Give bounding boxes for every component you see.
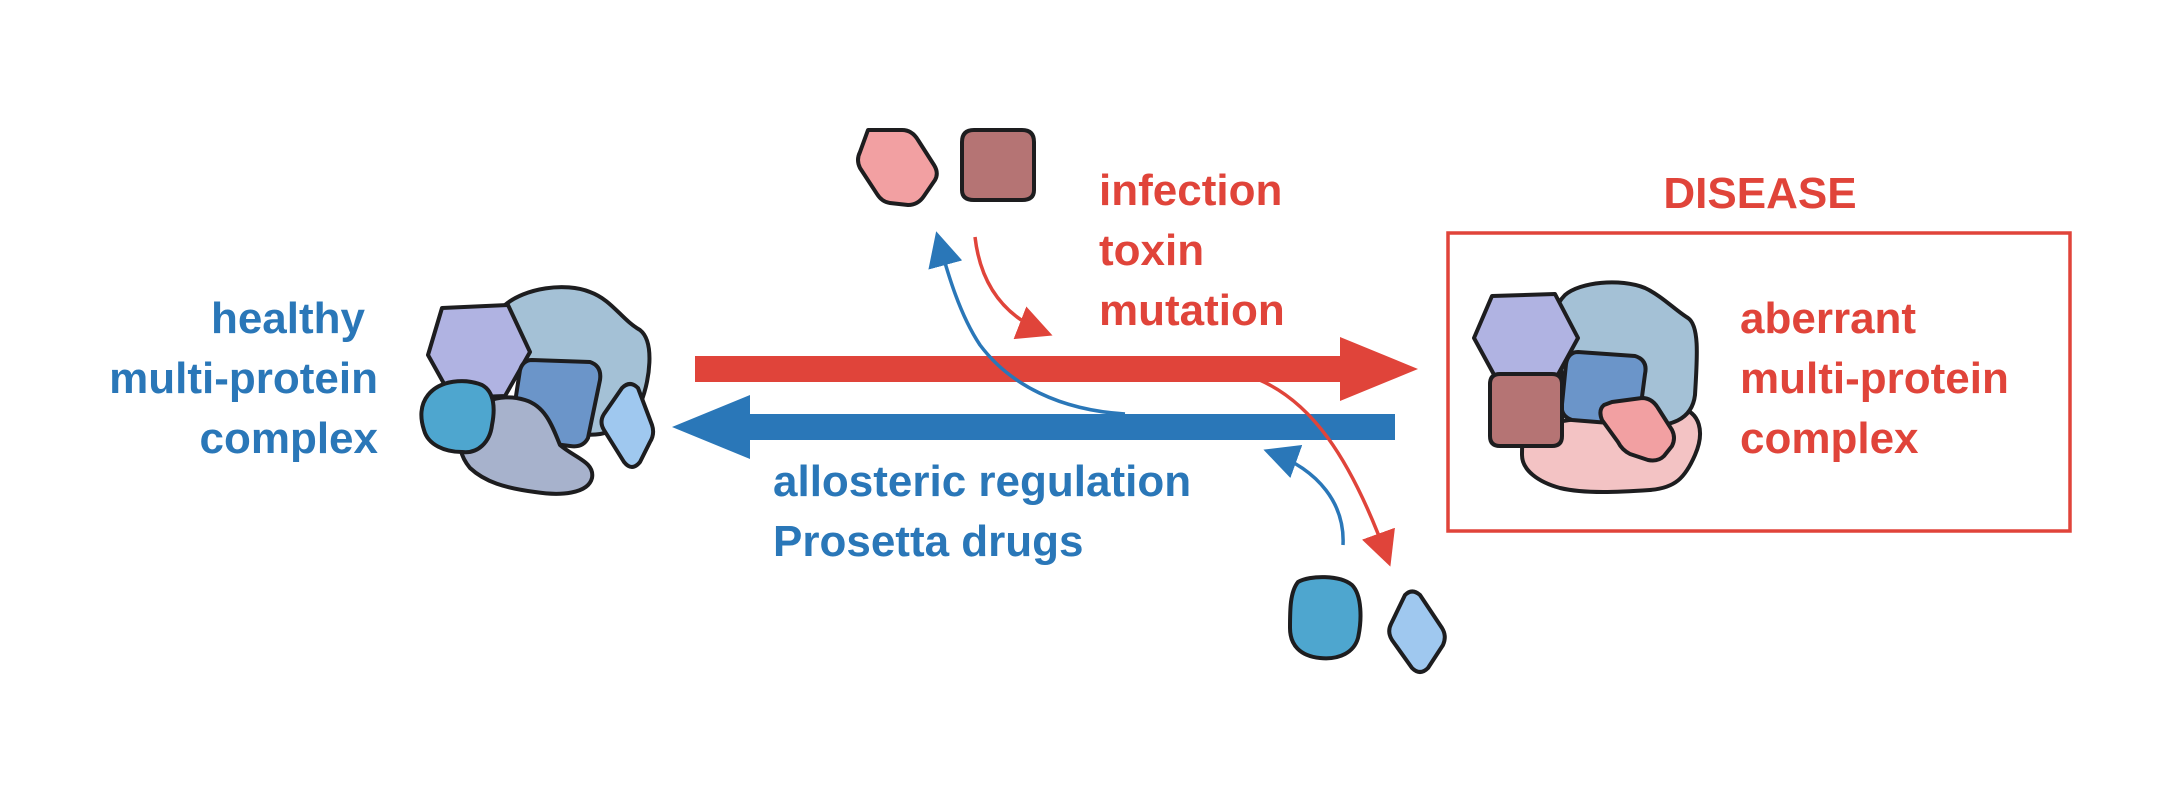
aberrant-label-line2: multi-protein	[1740, 354, 2009, 403]
free-pink-diamond	[856, 128, 939, 207]
aberrant-subunit-brown-square	[1488, 372, 1564, 448]
healthy-protein-complex	[419, 285, 656, 496]
healthy-subunit-teal-blob	[419, 379, 496, 455]
free-teal-blob	[1288, 575, 1363, 661]
healthy-label-line2: multi-protein	[109, 354, 378, 403]
disease-arrow	[695, 337, 1418, 401]
healthy-subunit-lightblue-diamond	[599, 382, 656, 469]
subunits-exit-red-arrow	[1254, 376, 1395, 567]
healing-arrow	[672, 395, 1395, 459]
subunits-enter-red-arrow	[973, 236, 1053, 340]
free-disease-subunits	[856, 128, 1036, 207]
cause-toxin: toxin	[1099, 226, 1204, 275]
therapy-allosteric-regulation: allosteric regulation	[773, 457, 1191, 506]
free-healthy-subunits	[1288, 575, 1447, 674]
aberrant-label-line1: aberrant	[1740, 294, 1916, 343]
disease-title: DISEASE	[1663, 169, 1856, 218]
disease-box	[1446, 231, 2072, 533]
aberrant-protein-complex	[1472, 280, 1702, 494]
subunits-leave-blue-arrow	[928, 231, 1126, 416]
healthy-label-line3: complex	[199, 414, 378, 463]
healthy-label-line1: healthy	[211, 294, 366, 343]
aberrant-subunit-lavender-hexagon	[1472, 292, 1580, 384]
subunits-return-blue-arrow	[1263, 445, 1345, 546]
cause-infection: infection	[1099, 166, 1282, 215]
free-brown-square	[960, 128, 1036, 202]
aberrant-label-line3: complex	[1740, 414, 1919, 463]
cause-mutation: mutation	[1099, 286, 1285, 335]
free-lightblue-diamond	[1387, 589, 1447, 674]
therapy-prosetta-drugs: Prosetta drugs	[773, 517, 1084, 566]
aberrant-subunit-pink-diamond	[1598, 396, 1676, 463]
